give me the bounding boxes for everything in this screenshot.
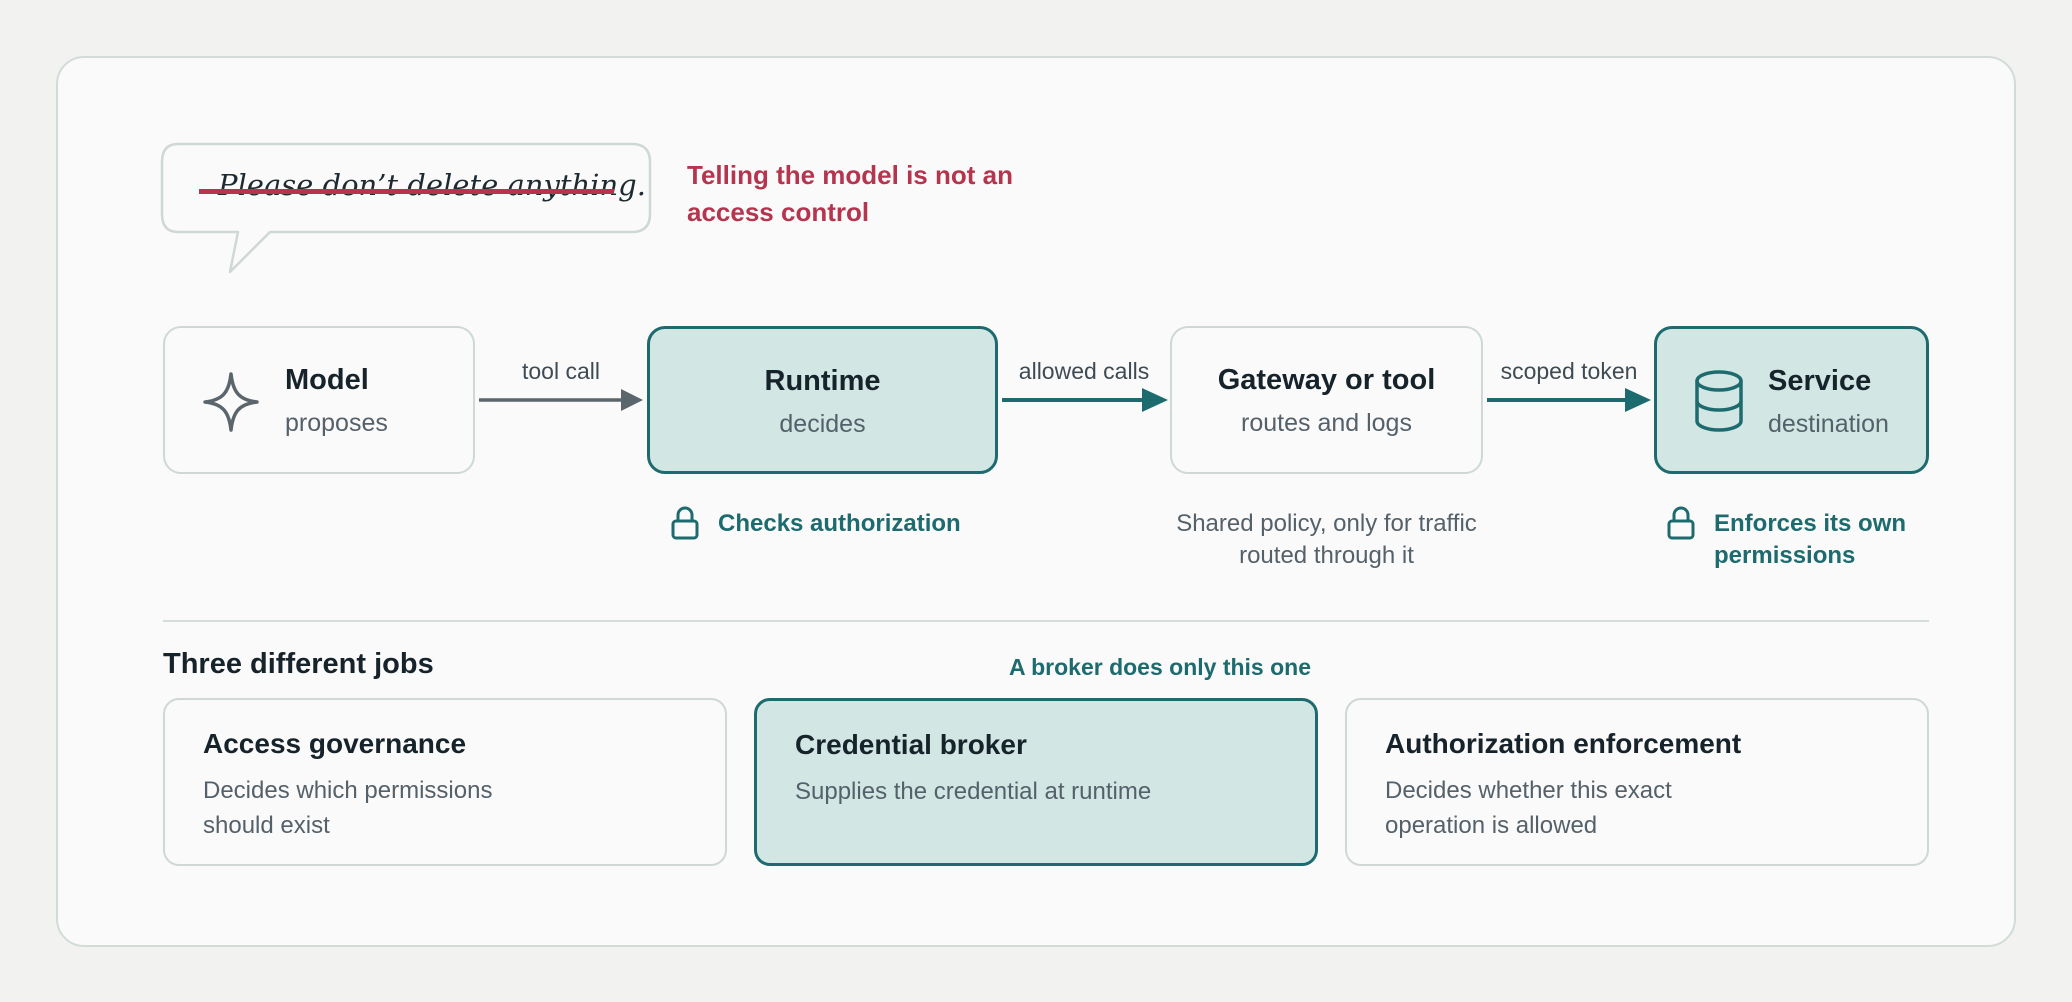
bubble-text: Please don’t delete anything. [218,168,646,202]
node-title: Model [285,364,369,396]
edge-label: scoped token [1500,358,1638,384]
job-card-credential-broker: Credential broker Supplies the credentia… [754,698,1318,866]
node-subtitle: routes and logs [1241,409,1412,437]
job-description: Decides whether this exact operation is … [1385,777,1672,839]
job-card-access-governance: Access governance Decides which permissi… [163,698,727,866]
job-title: Authorization enforcement [1385,728,1742,759]
speech-bubble [160,142,652,274]
node-runtime: Runtime decides [647,326,998,474]
section-title: Three different jobs [163,648,434,680]
runtime-note: Checks authorization [718,510,961,537]
arrow-right-icon [479,389,643,411]
sparkle-icon [203,372,259,432]
arrow-right-icon [1487,388,1651,412]
arrow-right-icon [1002,388,1168,412]
job-title: Credential broker [795,729,1027,760]
job-description: Decides which permissions should exist [203,777,493,839]
node-subtitle: decides [779,410,866,438]
node-title: Runtime [764,365,881,397]
job-title: Access governance [203,728,467,759]
node-title: Service [1768,365,1872,397]
lock-icon [671,506,699,540]
warning-text: Telling the model is not an access contr… [687,160,1013,227]
lock-icon [1667,506,1695,540]
database-icon [1695,370,1743,432]
edge-label: tool call [522,358,600,384]
edge-label: allowed calls [1018,358,1150,384]
broker-note: A broker does only this one [1008,654,1312,680]
service-note: Enforces its own permissions [1714,510,1907,569]
node-subtitle: proposes [285,409,388,437]
node-title: Gateway or tool [1217,364,1436,396]
section-divider [163,620,1929,622]
job-card-authorization-enforcement: Authorization enforcement Decides whethe… [1345,698,1929,866]
strikethrough-line [199,189,614,194]
job-description: Supplies the credential at runtime [795,778,1152,805]
node-service: Service destination [1654,326,1929,474]
node-gateway: Gateway or tool routes and logs [1170,326,1483,474]
gateway-note: Shared policy, only for traffic routed t… [1176,510,1477,569]
node-subtitle: destination [1768,410,1889,438]
node-model: Model proposes [163,326,475,474]
